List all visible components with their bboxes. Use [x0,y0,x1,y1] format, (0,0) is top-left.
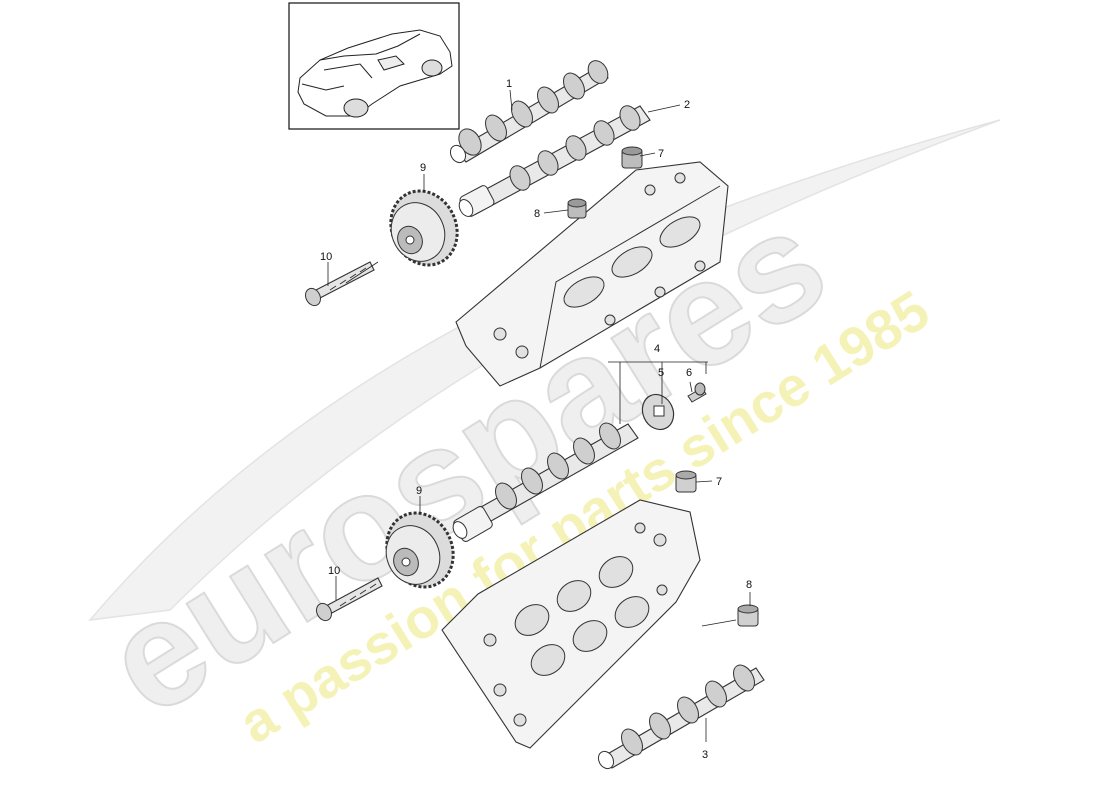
cam-adjuster-sprocket-upper [389,189,459,267]
hydraulic-tappet-upper-7 [621,146,643,169]
callout-7-lower: 7 [716,476,722,488]
callout-4: 4 [654,343,660,355]
watermark-swoosh [88,119,1001,621]
callout-7-upper: 7 [658,148,664,160]
trigger-wheel-bolt [687,382,707,403]
hydraulic-tappet-lower-8 [737,604,759,627]
callout-labels: 1 2 7 9 8 10 4 5 6 7 9 10 8 3 [320,78,752,761]
car-icon [297,29,453,118]
hydraulic-tappet-lower-7 [675,470,697,493]
vehicle-thumbnail [288,2,460,130]
hydraulic-tappet-upper-8 [567,198,587,219]
callout-8-upper: 8 [534,208,540,220]
callout-6: 6 [686,367,692,379]
cylinder-head-lower [441,499,701,749]
bolt-lower [316,577,383,622]
cylinder-head-upper [455,161,729,387]
camshaft-upper-intake [449,60,609,164]
camshaft-lower-exhaust [597,664,765,770]
camshaft-upper-exhaust [458,105,651,217]
camshaft-lower-assembly [452,422,639,542]
bolt-upper [305,261,375,307]
callout-9-lower: 9 [416,485,422,497]
cam-adjuster-sprocket-lower [385,511,455,589]
callout-3: 3 [702,749,708,761]
leader-lines [327,89,751,742]
callout-8-lower: 8 [746,579,752,591]
callout-1: 1 [506,78,512,90]
trigger-wheel [641,393,675,431]
callout-10-lower: 10 [328,565,340,577]
callout-2: 2 [684,99,690,111]
callout-5: 5 [658,367,664,379]
callout-10-upper: 10 [320,251,332,263]
callout-9-upper: 9 [420,162,426,174]
